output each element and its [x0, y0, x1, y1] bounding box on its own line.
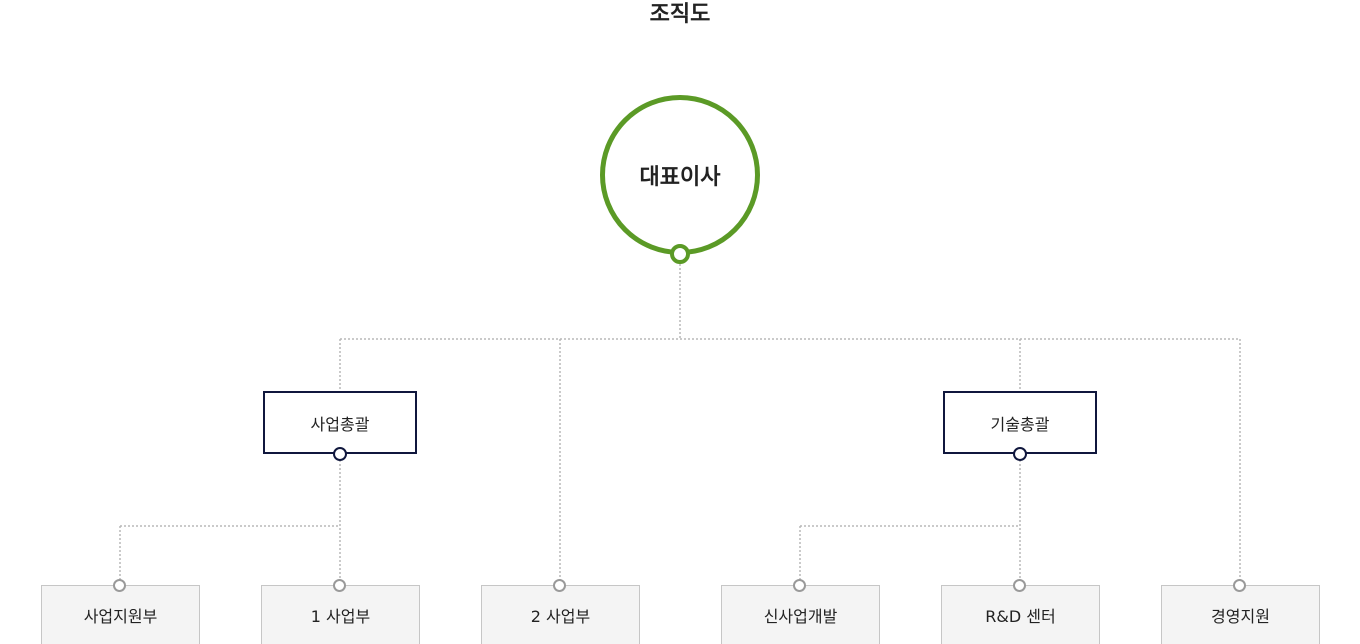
division-business-dot [333, 447, 347, 461]
dept-management-support-label: 경영지원 [1211, 607, 1270, 626]
division-business: 사업총괄 [263, 391, 417, 454]
division-technology-dot [1013, 447, 1027, 461]
dept-management-support-dot [1233, 579, 1246, 592]
dept-business-2: 2 사업부 [481, 585, 640, 644]
dept-new-business-dot [793, 579, 806, 592]
dept-business-support-dot [113, 579, 126, 592]
dept-business-1-label: 1 사업부 [310, 607, 371, 626]
ceo-connector-dot [670, 244, 690, 264]
division-technology-label: 기술총괄 [990, 414, 1050, 434]
dept-rnd-center: R&D 센터 [941, 585, 1100, 644]
page-title: 조직도 [649, 2, 711, 27]
dept-management-support: 경영지원 [1161, 585, 1320, 644]
ceo-label: 대표이사 [639, 165, 721, 190]
dept-rnd-center-label: R&D 센터 [985, 607, 1056, 626]
dept-business-2-dot [553, 579, 566, 592]
dept-new-business: 신사업개발 [721, 585, 880, 644]
dept-business-1-dot [333, 579, 346, 592]
dept-business-support-label: 사업지원부 [83, 607, 158, 626]
dept-business-1: 1 사업부 [261, 585, 420, 644]
dept-new-business-label: 신사업개발 [763, 607, 838, 626]
dept-business-support: 사업지원부 [41, 585, 200, 644]
division-business-label: 사업총괄 [310, 414, 370, 434]
dept-rnd-center-dot [1013, 579, 1026, 592]
division-technology: 기술총괄 [943, 391, 1097, 454]
ceo-node: 대표이사 [600, 95, 760, 255]
dept-business-2-label: 2 사업부 [530, 607, 591, 626]
